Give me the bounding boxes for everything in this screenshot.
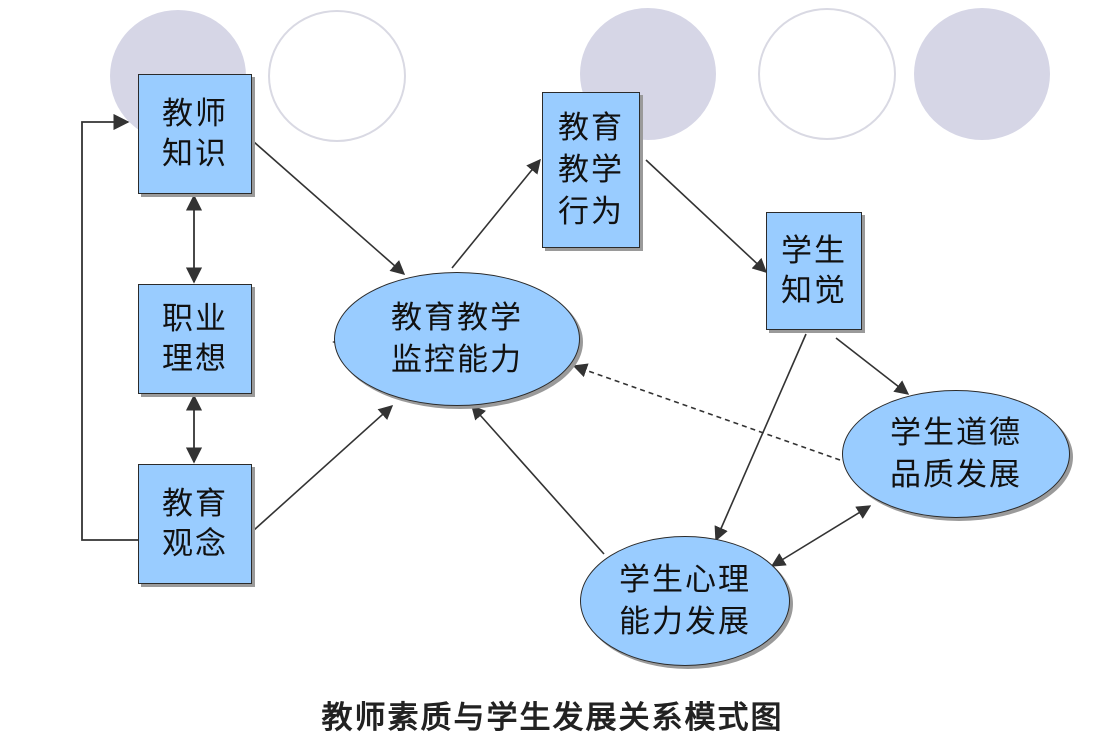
node-label: 学生心理 能力发展 <box>619 562 751 640</box>
arrow-concept-monitoring <box>253 405 394 531</box>
node-label: 学生道德 品质发展 <box>890 415 1022 493</box>
node-moral-development: 学生道德 品质发展 <box>842 390 1070 518</box>
arrow-perception-psych <box>714 333 807 542</box>
arrow-monitoring-behavior <box>451 158 541 269</box>
node-label: 学生 知觉 <box>781 233 847 309</box>
arrow-knowledge-monitoring <box>253 141 406 275</box>
arrow-perception-moral <box>835 337 910 395</box>
node-label: 教育 观念 <box>162 486 228 562</box>
node-teaching-behavior: 教育 教学 行为 <box>542 92 640 248</box>
node-student-perception: 学生 知觉 <box>766 212 862 330</box>
decor-circle <box>758 8 896 140</box>
node-education-concept: 教育 观念 <box>138 464 252 584</box>
diagram-caption: 教师素质与学生发展关系模式图 <box>321 700 784 736</box>
node-psych-development: 学生心理 能力发展 <box>580 536 790 666</box>
arrow-moral-monitoring <box>572 363 841 461</box>
node-label: 教师 知识 <box>162 96 228 172</box>
arrow-psych-moral <box>770 505 872 567</box>
arrow-psych-monitoring <box>471 404 605 555</box>
arrow-behavior-perception <box>645 159 768 273</box>
node-career-ideal: 职业 理想 <box>138 284 252 394</box>
decor-circle <box>268 10 406 142</box>
arrow-feedback-loop <box>81 113 138 541</box>
decor-circle <box>914 8 1050 140</box>
node-label: 教育教学 监控能力 <box>391 300 523 378</box>
node-label: 职业 理想 <box>162 301 228 377</box>
node-monitoring-ability: 教育教学 监控能力 <box>334 272 580 406</box>
node-label: 教育 教学 行为 <box>558 110 624 230</box>
node-teacher-knowledge: 教师 知识 <box>138 74 252 194</box>
